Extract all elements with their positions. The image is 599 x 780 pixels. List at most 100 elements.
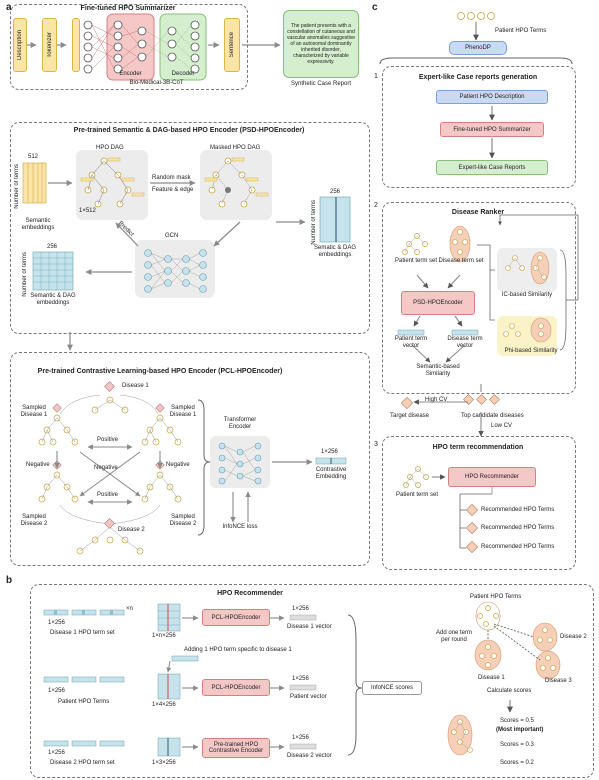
- row2-term-label: Patient HPO Terms: [58, 699, 110, 705]
- c-step1-panel: [382, 66, 576, 188]
- patient-description-box: Patient HPO Description: [436, 90, 548, 104]
- gcn-label: GCN: [165, 233, 179, 239]
- row2-vec-label: 1×256: [48, 688, 65, 694]
- low-cv-label: Low CV: [491, 423, 513, 429]
- random-mask-label: Random mask: [152, 175, 191, 181]
- num-terms-right-label: Number of terms: [311, 200, 317, 245]
- pcl-encoder-panel: [10, 352, 370, 566]
- panel-c-graphics: [379, 12, 579, 554]
- disease2-bottom-label: Disease 2: [118, 527, 145, 533]
- adding-term-label: Adding 1 HPO term specific to disease 1: [184, 647, 292, 653]
- dim-256-right-label: 256: [330, 189, 341, 195]
- negative-mid-label: Negative: [94, 465, 118, 471]
- case-reports-label: Expert-like Case Reports: [458, 164, 526, 171]
- panel-b-graphics: [43, 601, 561, 757]
- panel-letter-a: a: [6, 2, 12, 13]
- row3-encoder-box: Pre-trained HPO Contrastive Encoder: [202, 738, 270, 758]
- sd-embeddings-right-label: Sematic & DAG embeddings: [313, 245, 356, 258]
- row1-out-label: Disease 1 vector: [287, 624, 332, 630]
- masked-dag-label: Masked HPO DAG: [210, 145, 261, 151]
- negative-left-label: Negative: [26, 462, 50, 468]
- score-3-label: Scores = 0.2: [500, 760, 534, 766]
- ic-similarity-label: IC-based Similarity: [501, 292, 553, 298]
- model-name: Bio-Medical-3B-CoT: [129, 80, 184, 86]
- row1-n-label: ×n: [126, 606, 133, 612]
- summarizer-box-label: Fine-tuned HPO Summarizer: [453, 126, 531, 133]
- patient-term-set-3-label: Patient term set: [395, 492, 439, 498]
- c-step2-title: Disease Ranker: [451, 209, 505, 216]
- c-step2-panel: [382, 202, 576, 394]
- recommender-panel: [30, 584, 594, 778]
- summarizer-box: Fine-tuned HPO Summarizer: [440, 122, 544, 137]
- phi-similarity-label: Phi-based Similarity: [504, 348, 558, 354]
- panel-letter-b: b: [6, 575, 13, 586]
- row1-pcl-encoder-label: PCL-HPOEncoder: [211, 614, 261, 621]
- sampled-d1-right-label: Sampled Disease 1: [169, 405, 197, 418]
- c-step1-title: Expert-like Case reports generation: [418, 74, 538, 81]
- infonce-loss-label: InfoNCE loss: [222, 524, 258, 530]
- hpo-dag-label: HPO DAG: [96, 145, 124, 151]
- sentence-block: Sentence: [224, 18, 240, 72]
- hpo-recommender-box: HPO Recommender: [448, 467, 536, 487]
- vec-1x256-a3-label: 1×256: [321, 449, 338, 455]
- row3-matrix-label: 1×3×256: [152, 760, 176, 766]
- disease1-top-label: Disease 1: [122, 383, 149, 389]
- sampled-d2-right-label: Sampled Disease 2: [169, 514, 197, 527]
- patient-description-label: Patient HPO Description: [459, 94, 525, 100]
- hpo-recommender-box-label: HPO Recommender: [464, 474, 520, 480]
- description-block: Description: [13, 18, 27, 72]
- phenodp-label: PhenoDP: [465, 45, 491, 51]
- b-disease2-label: Disease 2: [560, 634, 587, 640]
- sampled-d2-left-label: Sampled Disease 2: [20, 514, 48, 527]
- feature-edge-label: Feature & edge: [152, 187, 194, 193]
- recommended-1-label: Recommended HPO Terms: [481, 507, 555, 513]
- semantic-embeddings-label: Semantic embeddings: [21, 218, 55, 231]
- c-patient-terms-label: Patient HPO Terms: [495, 28, 547, 34]
- b-disease1-label: Disease 1: [478, 675, 505, 681]
- row3-term-set-label: Disease 2 HPO term set: [50, 760, 115, 766]
- c-step2-num: 2: [374, 202, 378, 209]
- sampled-d1-left-label: Sampled Disease 1: [20, 405, 48, 418]
- row2-out-label: Patient vector: [290, 694, 327, 700]
- disease-term-set-label: Disease term set: [438, 258, 484, 264]
- recommended-2-label: Recommended HPO Terms: [481, 525, 555, 531]
- psd-encoder-box: PSD-HPOEncoder: [401, 291, 475, 315]
- row1-vec-label: 1×256: [48, 620, 65, 626]
- score-1-note: (Most important): [496, 727, 544, 733]
- infonce-scores-box: InfoNCE scores: [362, 681, 422, 695]
- psd-encoder-box-label: PSD-HPOEncoder: [413, 300, 463, 306]
- semantic-similarity-label: Semantic-based Similarity: [416, 364, 460, 377]
- synthetic-report-label: Synthetic Case Report: [290, 81, 352, 87]
- patient-term-set-label: Patient term set: [394, 258, 438, 264]
- disease-term-vector-label: Disease term vector: [447, 336, 483, 349]
- patient-term-vector-label: Patient term vector: [394, 336, 428, 349]
- row1-pcl-encoder-box: PCL-HPOEncoder: [202, 609, 270, 626]
- tokenizer-block: Tokenizer: [42, 18, 57, 72]
- row3-vec-label: 1×256: [48, 750, 65, 756]
- b-patient-terms-label: Patient HPO Terms: [470, 594, 522, 600]
- positive-bottom-label: Positive: [97, 492, 119, 498]
- b-disease3-label: Disease 3: [545, 678, 572, 684]
- transformer-label: Transformer Encoder: [223, 417, 257, 430]
- embedding-block: [72, 18, 80, 72]
- negative-right-label: Negative: [166, 462, 190, 468]
- panel-letter-c: c: [372, 2, 378, 13]
- row2-matrix-label: 1×4×256: [152, 702, 176, 708]
- description-label: Description: [17, 29, 23, 60]
- row3-out-label: Disease 2 vector: [287, 753, 332, 759]
- score-1-label: Scores = 0.5: [500, 718, 534, 724]
- positive-top-label: Positive: [97, 437, 119, 443]
- dim-256-left-label: 256: [47, 244, 58, 250]
- c-step3-panel: [382, 436, 576, 570]
- c-step3-title: HPO term recommendation: [432, 444, 524, 451]
- row1-out-dim-label: 1×256: [292, 606, 309, 612]
- row2-pcl-encoder-label: PCL-HPOEncoder: [211, 684, 261, 691]
- psd-encoder-graphics: [22, 150, 351, 351]
- infonce-scores-label: InfoNCE scores: [370, 685, 413, 691]
- c-step1-num: 1: [374, 73, 378, 80]
- sd-embeddings-left-label: Semantic & DAG embeddings: [30, 293, 76, 306]
- row2-out-dim-label: 1×256: [292, 676, 309, 682]
- recommended-3-label: Recommended HPO Terms: [481, 544, 555, 550]
- sentence-label: Sentence: [229, 32, 235, 58]
